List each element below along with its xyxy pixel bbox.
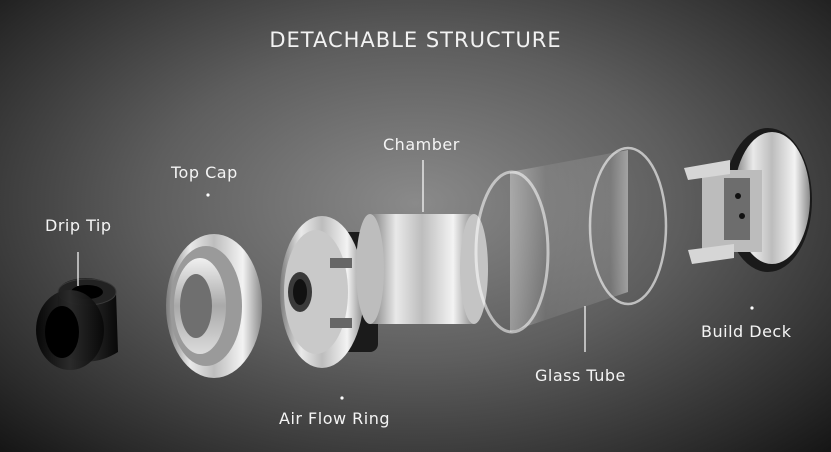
label-drip-tip: Drip Tip [45, 216, 112, 235]
drip-tip [36, 278, 118, 370]
label-air-flow-ring: Air Flow Ring [279, 409, 391, 428]
label-chamber: Chamber [383, 135, 460, 154]
build-deck [684, 128, 812, 272]
page-title: DETACHABLE STRUCTURE [269, 28, 562, 52]
chamber [356, 214, 488, 324]
label-glass-tube: Glass Tube [535, 366, 626, 385]
leader-lines [77, 160, 586, 352]
glass-tube [474, 146, 668, 334]
label-top-cap: Top Cap [171, 163, 238, 182]
leader-dots [206, 193, 754, 400]
top-cap [166, 234, 262, 378]
label-build-deck: Build Deck [701, 322, 792, 341]
air-flow-ring [280, 216, 378, 368]
